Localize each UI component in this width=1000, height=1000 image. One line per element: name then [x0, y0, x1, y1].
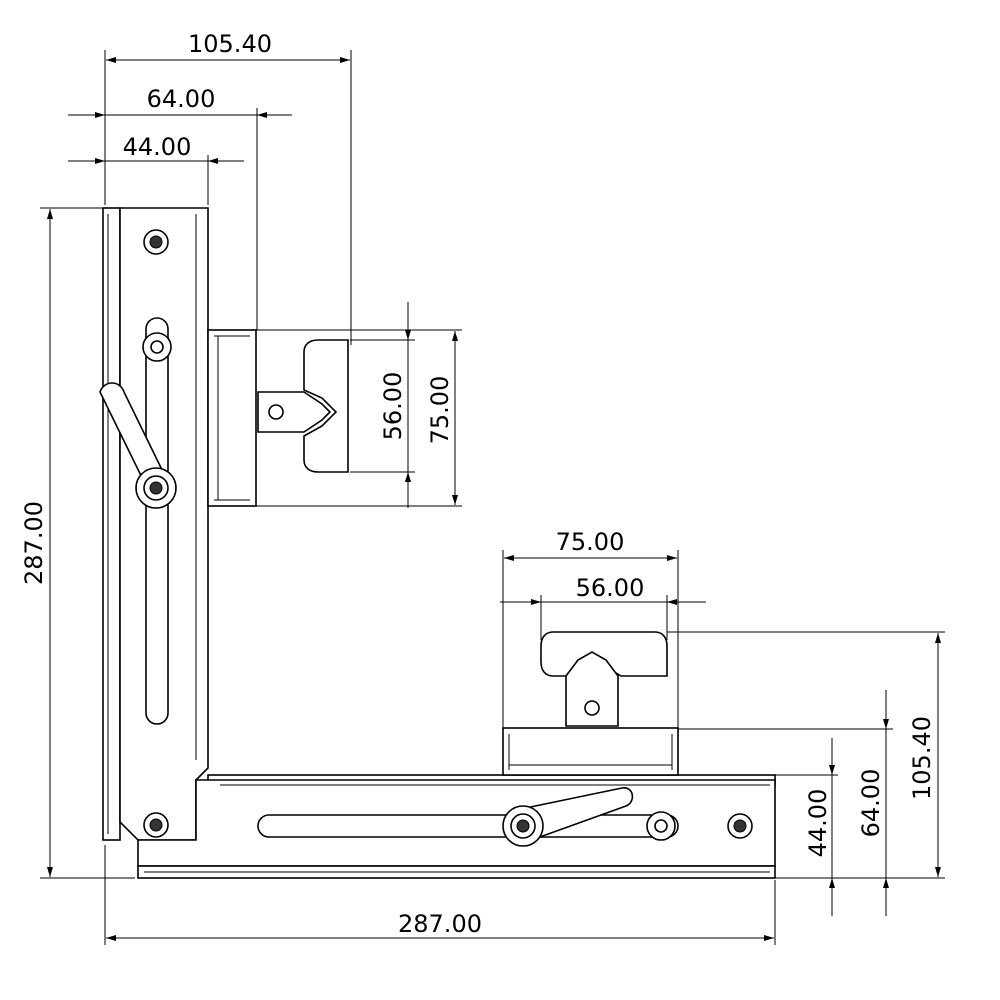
- upper-jaw-base: [207, 329, 257, 507]
- dimension-upper-jaw-inner: 56.00: [350, 302, 415, 508]
- dimension-right-overall: 105.40: [667, 631, 945, 879]
- dim-label: 56.00: [379, 372, 407, 441]
- lever-pivot-center: [149, 481, 163, 495]
- dim-label: 64.00: [857, 769, 885, 838]
- dim-label: 75.00: [556, 528, 625, 556]
- slider-washer-icon: [142, 332, 172, 362]
- horizontal-arm-plate: [137, 779, 776, 867]
- dim-label: 56.00: [576, 574, 645, 602]
- slider-washer-hole: [150, 340, 164, 354]
- upper-jaw: [207, 329, 349, 507]
- dimension-top-short: 44.00: [68, 133, 244, 205]
- dimension-right-short: 44.00: [775, 738, 838, 916]
- vertical-arm-back-plate: [102, 207, 121, 841]
- upper-jaw-tab-hole: [268, 404, 284, 420]
- dimension-lower-jaw-inner: 56.00: [500, 574, 706, 640]
- lower-jaw-tab-hole: [584, 700, 600, 716]
- dimension-lower-jaw-outer: 75.00: [502, 528, 679, 728]
- dim-label: 287.00: [20, 501, 48, 585]
- dim-label: 287.00: [398, 910, 482, 938]
- dimension-top-mid: 64.00: [68, 85, 292, 330]
- dim-label: 44.00: [123, 133, 192, 161]
- upper-jaw-tab: [257, 391, 332, 433]
- screw-icon-center: [149, 235, 163, 249]
- lower-jaw-tab: [565, 651, 619, 727]
- upper-jaw-pad: [303, 339, 349, 473]
- dim-label: 75.00: [426, 376, 454, 445]
- lever-pivot-center: [516, 819, 530, 833]
- lower-jaw-pad: [540, 631, 668, 677]
- lower-jaw-base: [502, 727, 679, 776]
- vertical-arm: [99, 207, 209, 841]
- dimension-bottom-width: 287.00: [104, 845, 776, 945]
- dim-label: 64.00: [147, 85, 216, 113]
- vertical-lever-handle[interactable]: [99, 382, 167, 496]
- dimension-left-height: 287.00: [20, 207, 135, 879]
- lower-jaw: [502, 631, 679, 776]
- slider-washer-hole: [654, 819, 668, 833]
- slider-washer-icon: [646, 811, 676, 841]
- dimension-right-mid: 64.00: [678, 690, 893, 916]
- vertical-arm-plate: [119, 207, 209, 841]
- screw-icon-center: [733, 819, 747, 833]
- dim-label: 105.40: [188, 30, 272, 58]
- screw-icon-center: [149, 818, 163, 832]
- horizontal-slot: [257, 814, 679, 838]
- horizontal-lever-handle[interactable]: [514, 787, 634, 844]
- horizontal-arm: [137, 774, 776, 879]
- dimension-top-overall: 105.40: [104, 30, 352, 345]
- dim-label: 44.00: [804, 789, 832, 858]
- dim-label: 105.40: [908, 716, 936, 800]
- dimension-upper-jaw-outer: 75.00: [256, 329, 462, 507]
- vertical-slot: [145, 317, 169, 725]
